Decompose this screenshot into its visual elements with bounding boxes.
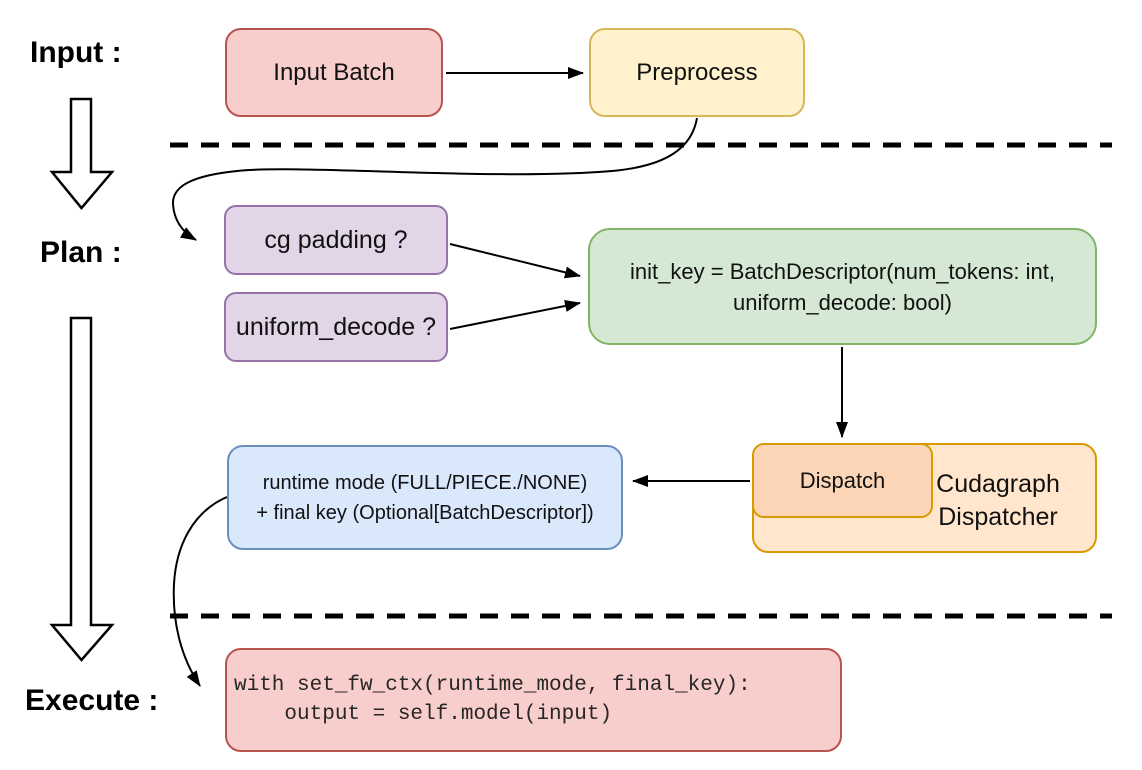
stage-label-execute: Execute : (25, 684, 159, 717)
flow-curve-preprocess-to-cg-padding (171, 117, 698, 241)
flow-arrow-uniform-decode-to-init-key (449, 300, 581, 330)
node-execute-code-line1: with set_fw_ctx(runtime_mode, final_key)… (234, 674, 751, 697)
node-cg-padding-label: cg padding ? (264, 225, 408, 254)
stage-arrow-input-to-plan (49, 97, 115, 210)
node-init-key-line2: uniform_decode: bool) (733, 289, 952, 315)
node-input-batch: Input Batch (225, 28, 443, 117)
node-cudagraph-dispatcher-line2: Dispatcher (938, 503, 1058, 531)
node-init-key: init_key = BatchDescriptor(num_tokens: i… (588, 228, 1097, 345)
node-preprocess-label: Preprocess (636, 58, 758, 86)
flow-curve-runtime-mode-to-execute-code (172, 496, 228, 687)
node-uniform-decode: uniform_decode ? (224, 292, 448, 362)
node-cg-padding: cg padding ? (224, 205, 448, 275)
node-dispatch-label: Dispatch (799, 467, 886, 493)
node-runtime-mode-line2: + final key (Optional[BatchDescriptor]) (256, 501, 594, 524)
node-uniform-decode-label: uniform_decode ? (235, 312, 437, 341)
node-init-key-line1: init_key = BatchDescriptor(num_tokens: i… (630, 258, 1055, 284)
stage-label-input: Input : (30, 36, 122, 69)
node-execute-code-line2: output = self.model(input) (234, 703, 613, 726)
node-execute-code: with set_fw_ctx(runtime_mode, final_key)… (225, 648, 842, 752)
node-dispatch: Dispatch (752, 443, 933, 518)
node-runtime-mode: runtime mode (FULL/PIECE./NONE) + final … (227, 445, 623, 550)
flow-arrow-cg-padding-to-init-key (449, 243, 581, 279)
node-runtime-mode-line1: runtime mode (FULL/PIECE./NONE) (262, 471, 588, 494)
node-cudagraph-dispatcher-line1: Cudagraph (936, 470, 1060, 498)
stage-label-plan: Plan : (40, 236, 122, 269)
stage-arrow-plan-to-execute (49, 316, 115, 662)
node-preprocess: Preprocess (589, 28, 805, 117)
node-input-batch-label: Input Batch (273, 58, 395, 86)
node-cudagraph-dispatcher-text: Cudagraph Dispatcher (915, 468, 1081, 534)
